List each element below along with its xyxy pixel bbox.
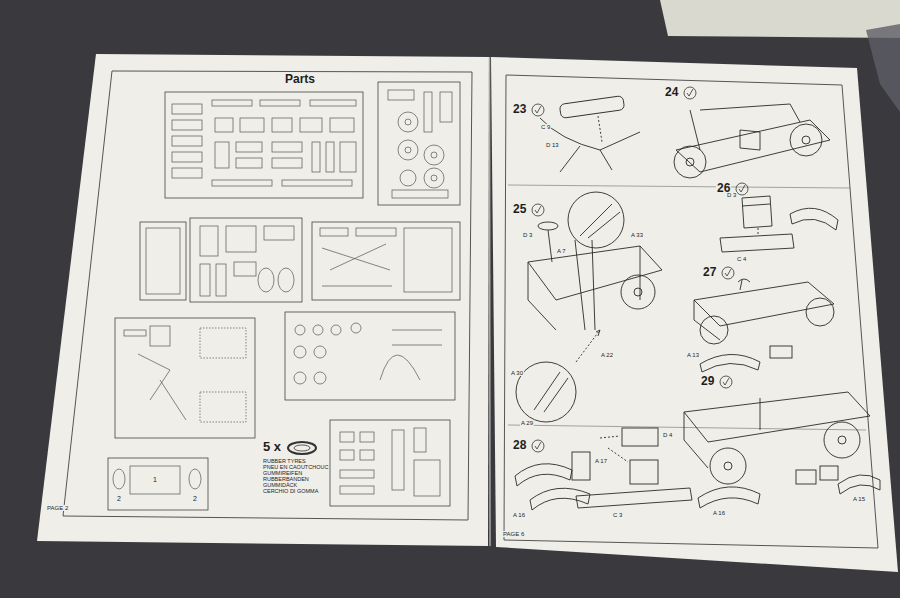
callout-number: C 9 (540, 124, 551, 130)
page-number: PAGE 2 (46, 505, 69, 511)
callout-number: A 16 (512, 512, 526, 518)
sprue-frames (108, 82, 460, 510)
callout-number: A 7 (556, 248, 567, 254)
callout-number: A 29 (520, 420, 534, 426)
page-crease (489, 57, 491, 546)
page-frame (504, 75, 878, 548)
tyre-icon (288, 442, 316, 454)
step-number: 27 (702, 266, 717, 279)
page-number: PAGE 6 (502, 531, 525, 537)
step-separators (508, 185, 866, 430)
part-number: 2 (116, 495, 122, 502)
callout-number: A 16 (712, 510, 726, 516)
callout-number: A 33 (630, 232, 644, 238)
callout-number: D 3 (726, 192, 737, 198)
sprue-parts (113, 90, 452, 496)
callout-number: A 17 (594, 458, 608, 464)
step-number: 24 (664, 86, 679, 99)
kit-box (660, 0, 900, 38)
callout-number: D 4 (662, 432, 673, 438)
right-page (490, 57, 899, 572)
page-paper (37, 54, 489, 546)
part-number: 2 (192, 495, 198, 502)
left-page (37, 54, 489, 546)
plastic-bag (866, 24, 900, 112)
tyre-note: PNEU EN CAOUTCHOUC (262, 465, 329, 471)
page-frame (63, 71, 472, 520)
step-number: 25 (512, 203, 527, 216)
callout-number: A 22 (600, 352, 614, 358)
callout-number: D 3 (522, 232, 533, 238)
tyre-note: CERCHIO DI GOMMA (262, 489, 319, 495)
tyre-note: GUMMIDÄCK (262, 483, 298, 489)
step-number: 29 (700, 375, 715, 388)
tyre-note: RUBBER TYRES (262, 459, 307, 465)
callout-number: A 30 (510, 370, 524, 376)
part-number: 1 (152, 476, 158, 483)
callout-number: A 15 (852, 496, 866, 502)
check-circles (532, 87, 748, 452)
page-paper (491, 57, 898, 572)
page-heading: Parts (284, 73, 316, 86)
assembly-figures (515, 96, 880, 510)
tyre-note: GUMMIREIFEN (262, 471, 303, 477)
step-number: 28 (512, 439, 527, 452)
tyre-note: RUBBERBANDEN (262, 477, 310, 483)
step-number: 23 (512, 103, 527, 116)
callout-number: D 13 (545, 142, 560, 148)
callout-number: A 13 (686, 352, 700, 358)
callout-number: C 4 (736, 256, 747, 262)
quantity-label: 5 x (262, 440, 282, 454)
callout-number: C 3 (612, 512, 623, 518)
